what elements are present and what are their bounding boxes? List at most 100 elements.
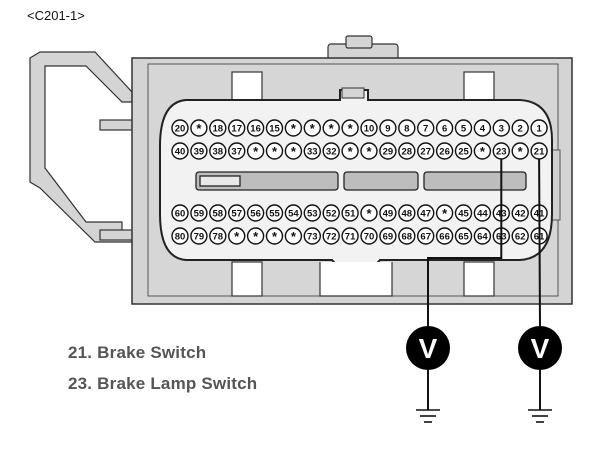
pin-48: 48 bbox=[398, 204, 416, 222]
pin-label: * bbox=[196, 121, 202, 136]
ground-icon bbox=[416, 409, 440, 423]
pin-label: 18 bbox=[213, 124, 224, 135]
pin-label: 21 bbox=[534, 147, 545, 158]
pin-label: 32 bbox=[326, 147, 337, 158]
pin-33: 33 bbox=[303, 142, 321, 160]
pin-label: 79 bbox=[194, 232, 205, 243]
pin-empty: * bbox=[511, 142, 529, 160]
pin-17: 17 bbox=[227, 119, 246, 137]
pin-label: * bbox=[329, 121, 335, 136]
pin-label: 48 bbox=[402, 209, 413, 220]
pin-72: 72 bbox=[322, 227, 340, 245]
pin-empty: * bbox=[303, 119, 321, 137]
pin-67: 67 bbox=[417, 227, 435, 245]
pin-label: 68 bbox=[402, 232, 413, 243]
pin-label: 71 bbox=[345, 232, 356, 243]
pin-label: 62 bbox=[515, 232, 526, 243]
pin-23: 23 bbox=[492, 142, 510, 160]
legend-item-brake-switch: 21. Brake Switch bbox=[68, 343, 207, 362]
pin-empty: * bbox=[227, 227, 246, 245]
pin-label: * bbox=[310, 121, 316, 136]
pin-label: 58 bbox=[213, 209, 224, 220]
pin-21: 21 bbox=[530, 142, 548, 160]
pin-label: 9 bbox=[385, 124, 390, 135]
pin-label: * bbox=[348, 121, 354, 136]
pin-label: 28 bbox=[402, 147, 413, 158]
pin-59: 59 bbox=[190, 204, 208, 222]
pin-label: 2 bbox=[518, 124, 523, 135]
pin-68: 68 bbox=[398, 227, 416, 245]
pin-label: 3 bbox=[499, 124, 504, 135]
pin-38: 38 bbox=[209, 142, 227, 160]
pin-label: * bbox=[234, 229, 240, 244]
pin-66: 66 bbox=[435, 227, 454, 245]
connector-id: <C201-1> bbox=[27, 8, 85, 23]
pin-64: 64 bbox=[473, 227, 492, 245]
pin-label: 47 bbox=[420, 209, 431, 220]
pin-label: 80 bbox=[175, 232, 186, 243]
pin-44: 44 bbox=[473, 204, 492, 222]
pin-73: 73 bbox=[303, 227, 321, 245]
pin-25: 25 bbox=[454, 142, 473, 160]
pin-29: 29 bbox=[379, 142, 397, 160]
pin-27: 27 bbox=[417, 142, 435, 160]
pin-empty: * bbox=[284, 142, 303, 160]
pin-7: 7 bbox=[417, 119, 435, 137]
pin-5: 5 bbox=[454, 119, 473, 137]
pin-40: 40 bbox=[171, 142, 189, 160]
pin-label: 78 bbox=[213, 232, 224, 243]
pin-empty: * bbox=[190, 119, 208, 137]
pin-label: * bbox=[253, 229, 259, 244]
pin-label: 55 bbox=[269, 209, 280, 220]
pin-70: 70 bbox=[360, 227, 378, 245]
pin-label: 44 bbox=[477, 209, 488, 220]
pin-53: 53 bbox=[303, 204, 321, 222]
pin-label: * bbox=[291, 229, 297, 244]
pin-label: 56 bbox=[250, 209, 261, 220]
pin-label: 59 bbox=[194, 209, 205, 220]
pin-label: 17 bbox=[231, 124, 242, 135]
pin-55: 55 bbox=[265, 204, 284, 222]
pin-42: 42 bbox=[511, 204, 529, 222]
voltmeter-label: V bbox=[531, 333, 550, 364]
pin-label: 38 bbox=[213, 147, 224, 158]
pin-79: 79 bbox=[190, 227, 208, 245]
pin-18: 18 bbox=[209, 119, 227, 137]
legend-item-brake-lamp-switch: 23. Brake Lamp Switch bbox=[68, 374, 258, 393]
pin-label: 8 bbox=[404, 124, 409, 135]
pin-label: 40 bbox=[175, 147, 186, 158]
pin-6: 6 bbox=[435, 119, 454, 137]
pin-label: 73 bbox=[307, 232, 318, 243]
pin-label: 33 bbox=[307, 147, 318, 158]
pin-52: 52 bbox=[322, 204, 340, 222]
pin-label: 51 bbox=[345, 209, 356, 220]
pin-15: 15 bbox=[265, 119, 284, 137]
pin-3: 3 bbox=[492, 119, 510, 137]
pin-20: 20 bbox=[171, 119, 189, 137]
pin-label: * bbox=[253, 144, 259, 159]
pin-empty: * bbox=[360, 204, 378, 222]
pin-71: 71 bbox=[341, 227, 359, 245]
pin-47: 47 bbox=[417, 204, 435, 222]
pin-label: 60 bbox=[175, 209, 186, 220]
pin-label: 5 bbox=[461, 124, 467, 135]
pin-label: 72 bbox=[326, 232, 337, 243]
pin-empty: * bbox=[360, 142, 378, 160]
pin-label: 15 bbox=[269, 124, 280, 135]
pin-label: 69 bbox=[383, 232, 394, 243]
pin-65: 65 bbox=[454, 227, 473, 245]
pin-label: 37 bbox=[231, 147, 242, 158]
ground-icon bbox=[528, 409, 552, 423]
pin-label: 20 bbox=[175, 124, 186, 135]
pin-58: 58 bbox=[209, 204, 227, 222]
pin-label: * bbox=[291, 121, 297, 136]
pin-label: 26 bbox=[439, 147, 450, 158]
pin-60: 60 bbox=[171, 204, 189, 222]
voltmeter-probe-pin-21: V bbox=[518, 158, 562, 423]
pin-26: 26 bbox=[435, 142, 454, 160]
pin-empty: * bbox=[246, 227, 265, 245]
pin-label: 64 bbox=[477, 232, 488, 243]
